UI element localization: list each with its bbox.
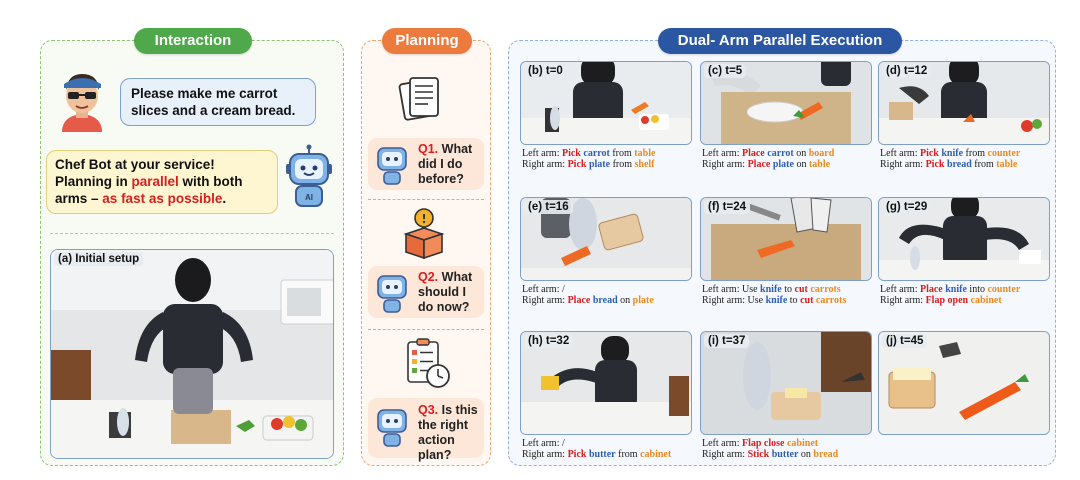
left-arm-caption: Left arm: Pick knife from counter [880, 148, 1021, 159]
step-photo: (f) t=24 [700, 197, 872, 281]
step-scene [879, 198, 1049, 280]
left-arm-caption: Left arm: Flap close cabinet [702, 438, 819, 449]
left-arm-caption: Left arm: / [522, 284, 565, 295]
bot-message-line2: Planning in parallel with both [55, 174, 243, 189]
step-label: (j) t=45 [882, 334, 928, 348]
step-photo: (j) t=45 [878, 331, 1050, 435]
setup-scene [51, 250, 333, 458]
interaction-title: Interaction [134, 28, 252, 54]
right-arm-caption: Right arm: Stick butter on bread [702, 449, 839, 460]
execution-title: Dual- Arm Parallel Execution [658, 28, 902, 54]
step-label: (e) t=16 [524, 200, 573, 214]
interaction-divider [50, 233, 334, 234]
right-arm-caption: Right arm: Place bread on plate [522, 295, 654, 306]
idea-box-icon [398, 206, 450, 260]
step-scene [521, 62, 691, 144]
small-robot-icon [374, 142, 410, 186]
small-robot-icon [374, 270, 410, 314]
right-arm-caption: Right arm: Pick butter from cabinet [522, 449, 672, 460]
highlight-parallel: parallel [131, 174, 179, 189]
step-label: (i) t=37 [704, 334, 750, 348]
user-message-text: Please make me carrot slices and a cream… [131, 86, 296, 118]
question-1: Q1. What did I do before? [418, 142, 473, 186]
documents-icon [398, 72, 450, 124]
right-arm-caption: Right arm: Use knife to cut carrots [702, 295, 847, 306]
bot-message-bubble: Chef Bot at your service! Planning in pa… [46, 150, 278, 214]
right-arm-caption: Right arm: Pick bread from table [880, 159, 1018, 170]
step-photo: (i) t=37 [700, 331, 872, 435]
planning-divider-2 [368, 329, 484, 330]
svg-text:AI: AI [305, 193, 313, 202]
step-photo: (c) t=5 [700, 61, 872, 145]
small-robot-icon [374, 404, 410, 448]
step-label: (d) t=12 [882, 64, 932, 78]
bot-message-line1: Chef Bot at your service! [55, 157, 215, 172]
left-arm-caption: Left arm: Pick carrot from table [522, 148, 656, 159]
step-photo: (e) t=16 [520, 197, 692, 281]
step-photo: (b) t=0 [520, 61, 692, 145]
left-arm-caption: Left arm: Place knife into counter [880, 284, 1021, 295]
step-photo: (g) t=29 [878, 197, 1050, 281]
step-photo: (d) t=12 [878, 61, 1050, 145]
setup-label: (a) Initial setup [54, 252, 144, 266]
step-label: (g) t=29 [882, 200, 932, 214]
left-arm-caption: Left arm: Place carrot on board [702, 148, 835, 159]
highlight-fast: as fast as possible [102, 191, 223, 206]
question-3: Q3. Is this the right action plan? [418, 403, 478, 462]
left-arm-caption: Left arm: / [522, 438, 565, 449]
left-arm-caption: Left arm: Use knife to cut carrots [702, 284, 841, 295]
step-label: (b) t=0 [524, 64, 567, 78]
step-scene [701, 198, 871, 280]
right-arm-caption: Right arm: Pick plate from shelf [522, 159, 655, 170]
right-arm-caption: Right arm: Flap open cabinet [880, 295, 1002, 306]
step-label: (c) t=5 [704, 64, 747, 78]
checklist-clock-icon [400, 336, 452, 390]
step-scene [701, 332, 871, 434]
planning-title: Planning [382, 28, 472, 54]
question-2: Q2. What should I do now? [418, 270, 473, 314]
step-scene [879, 332, 1049, 434]
step-photo: (h) t=32 [520, 331, 692, 435]
user-avatar-icon [54, 66, 110, 136]
bot-message-line3: arms – as fast as possible. [55, 191, 227, 206]
step-scene [521, 332, 691, 434]
right-arm-caption: Right arm: Place plate on table [702, 159, 831, 170]
robot-avatar-icon: AI [284, 144, 334, 208]
step-label: (h) t=32 [524, 334, 574, 348]
planning-divider-1 [368, 199, 484, 200]
user-message-bubble: Please make me carrot slices and a cream… [120, 78, 316, 126]
step-label: (f) t=24 [704, 200, 751, 214]
initial-setup-photo: (a) Initial setup [50, 249, 334, 459]
